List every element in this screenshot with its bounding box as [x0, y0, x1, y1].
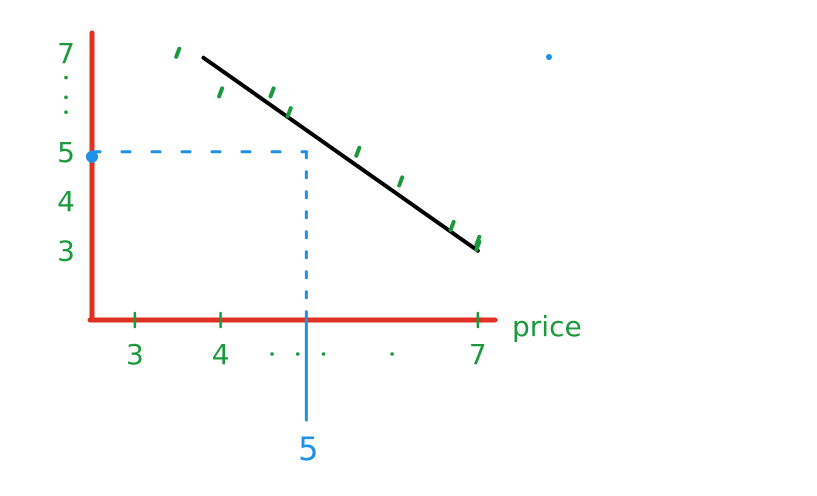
x-tick-label: 7: [469, 338, 487, 371]
x-axis-dot: [321, 352, 326, 356]
data-points-group: [174, 46, 482, 252]
y-axis-dot: [64, 75, 68, 80]
data-point: [268, 86, 276, 99]
annotation-marker: [86, 150, 98, 163]
x-axis-dot: [270, 352, 274, 356]
stray-dot: [546, 54, 552, 60]
y-ticks-group: 7 5 4 3: [57, 37, 75, 268]
y-axis-dot: [64, 110, 68, 114]
data-point: [474, 239, 482, 252]
trend-line-group: [201, 55, 480, 253]
data-point: [354, 145, 362, 158]
x-tick-label: 3: [126, 338, 144, 371]
y-tick-label: 3: [57, 235, 75, 268]
y-tick-label: 4: [57, 185, 75, 218]
x-axis-title: price: [512, 310, 582, 343]
annotation-x-label: 5: [298, 430, 318, 468]
y-axis-dot: [64, 95, 68, 100]
y-tick-label: 5: [57, 136, 75, 169]
data-point: [174, 46, 182, 59]
data-point: [217, 86, 225, 99]
annotation-group: 5: [86, 150, 319, 468]
x-ticks-group: 3 4 7: [126, 311, 487, 371]
data-point: [448, 219, 456, 232]
x-axis-dot: [295, 352, 300, 356]
data-point: [397, 175, 405, 188]
trend-line: [201, 55, 480, 253]
x-axis-dot: [390, 352, 394, 356]
data-point: [285, 106, 293, 119]
y-tick-label: 7: [57, 37, 75, 70]
x-tick-label: 4: [212, 338, 230, 371]
